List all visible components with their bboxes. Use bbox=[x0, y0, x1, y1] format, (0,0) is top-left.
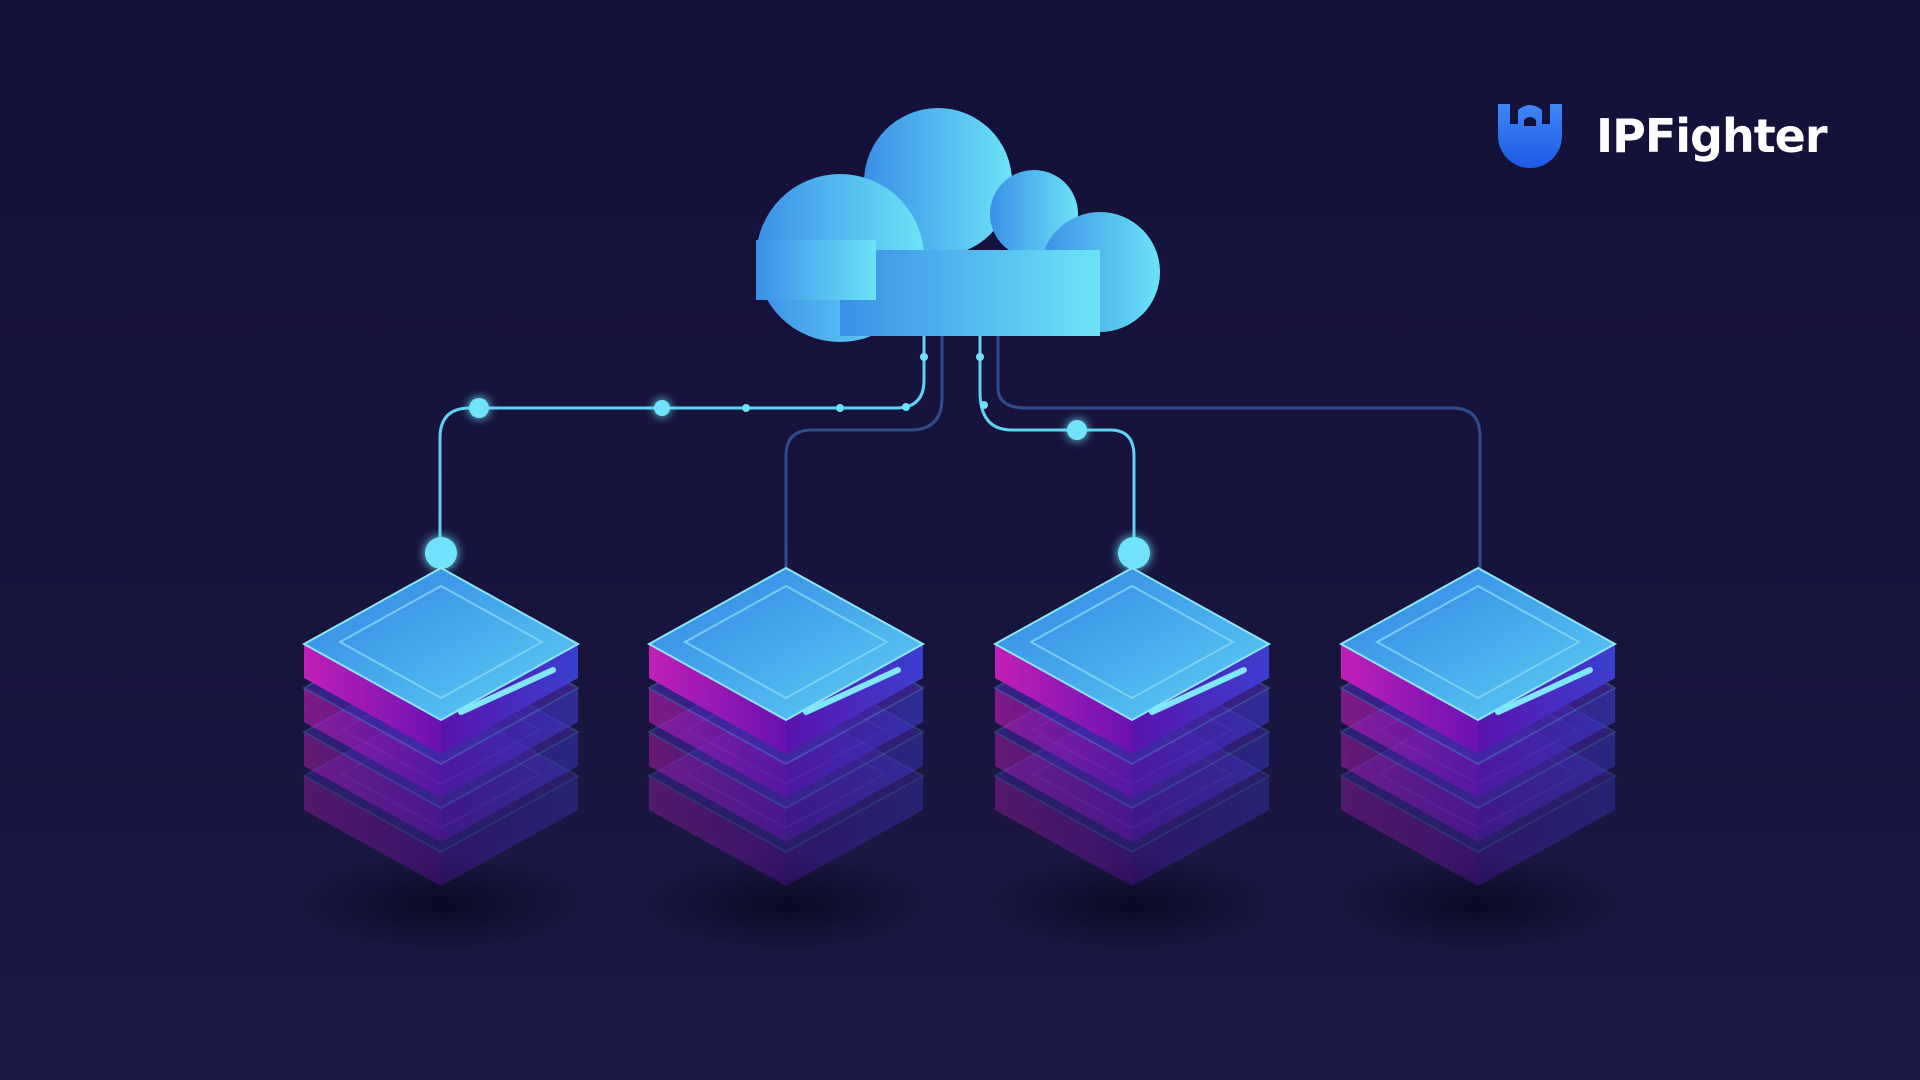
node-dot-large bbox=[1067, 420, 1087, 440]
connector-nodes bbox=[425, 353, 1150, 569]
server-stack-icon bbox=[982, 566, 1282, 955]
node-dot-large bbox=[469, 398, 489, 418]
server-stack-icon bbox=[1328, 566, 1628, 955]
brand-name: IPFighter bbox=[1596, 109, 1828, 163]
cloud-icon bbox=[756, 108, 1160, 342]
server-stack-icon bbox=[291, 566, 591, 955]
brand: IPFighter bbox=[1490, 96, 1828, 176]
connector-server-4 bbox=[996, 334, 1482, 569]
connector-lines bbox=[438, 334, 1482, 569]
node-dot bbox=[902, 403, 910, 411]
node-dot bbox=[980, 401, 988, 409]
connector-server-3 bbox=[978, 334, 1136, 557]
node-dot bbox=[920, 353, 928, 361]
node-dot-large bbox=[654, 400, 670, 416]
ipfighter-logo-icon bbox=[1498, 104, 1562, 168]
connector-server-2 bbox=[784, 334, 944, 569]
node-dot-large bbox=[1118, 537, 1150, 569]
node-dot bbox=[836, 404, 844, 412]
node-dot bbox=[976, 353, 984, 361]
connector-server-1 bbox=[438, 334, 926, 557]
server-stack-icon bbox=[636, 566, 936, 955]
node-dot-large bbox=[425, 537, 457, 569]
server-group bbox=[291, 566, 1628, 955]
node-dot bbox=[742, 404, 750, 412]
